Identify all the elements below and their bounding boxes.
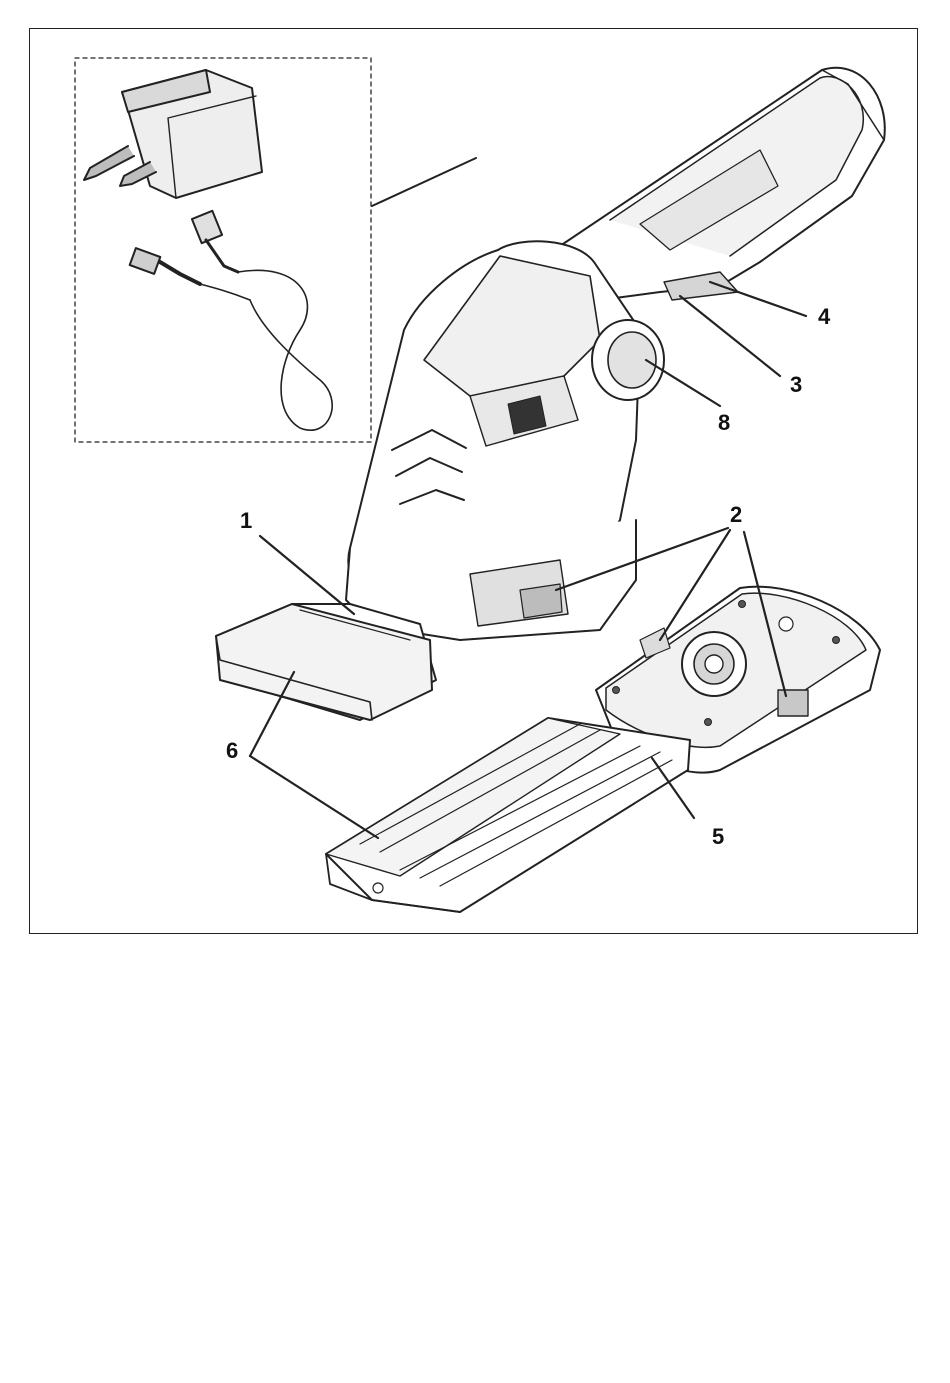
inset-leader-line (372, 158, 476, 206)
tool-body (346, 68, 885, 640)
accessory-inset (75, 58, 371, 442)
charger-adapter (84, 70, 262, 198)
callout-3: 3 (790, 374, 802, 396)
callout-5: 5 (712, 826, 724, 848)
usb-cable (130, 211, 332, 430)
callout-2: 2 (730, 504, 742, 526)
blade-cover-small (216, 604, 436, 720)
callout-8: 8 (718, 412, 730, 434)
callout-1: 1 (240, 510, 252, 532)
callout-4: 4 (818, 306, 830, 328)
callout-6: 6 (226, 740, 238, 762)
